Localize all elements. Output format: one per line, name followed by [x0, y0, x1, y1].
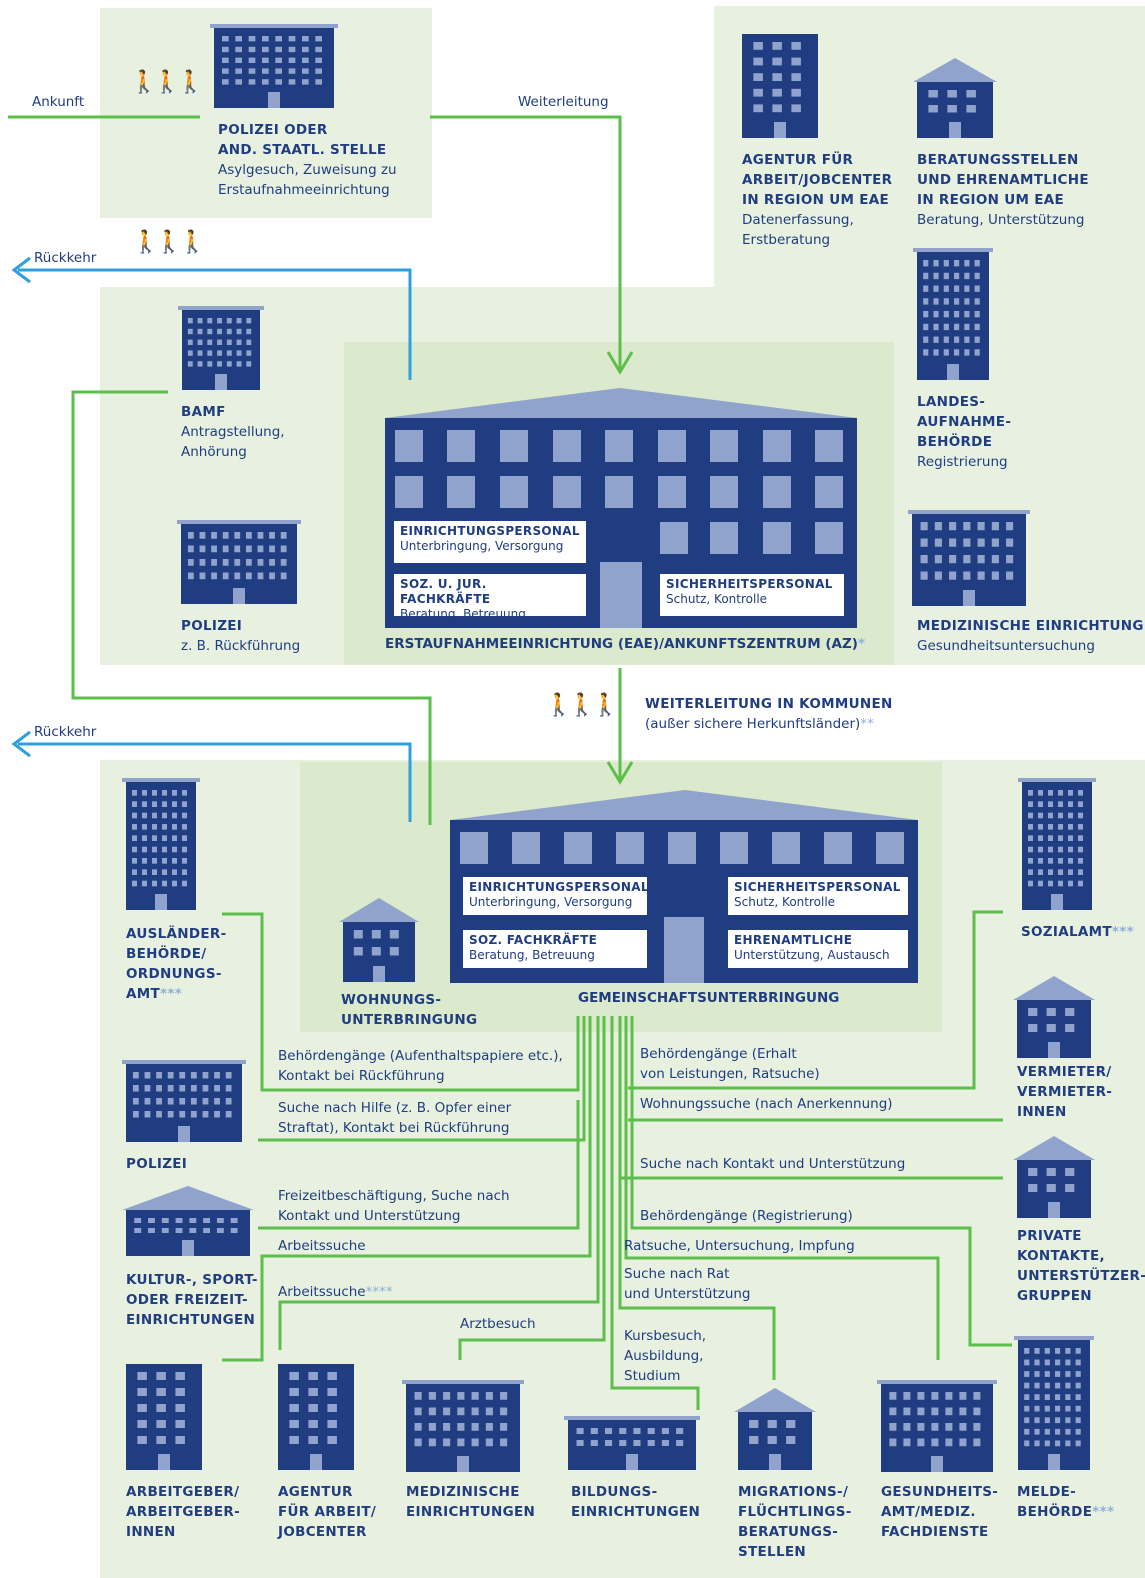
arbeitgeber-building	[126, 1364, 202, 1470]
edge-label-10: Behördengänge (Registrierung)	[640, 1208, 853, 1224]
edge-label-4: Arbeitssuche	[278, 1238, 366, 1254]
arrival-label: Ankunft	[32, 94, 85, 110]
beratung-top-label: BERATUNGSSTELLEN UND EHRENAMTLICHE IN RE…	[917, 152, 1089, 228]
gu-caption: GEMEINSCHAFTSUNTERBRINGUNG	[578, 990, 840, 1006]
arbeitgeber-label: ARBEITGEBER/ARBEITGEBER-INNEN	[126, 1484, 240, 1540]
bildung-label: BILDUNGS-EINRICHTUNGEN	[571, 1484, 701, 1520]
police-top-label: POLIZEI ODER AND. STAATL. STELLE Asylges…	[218, 122, 397, 198]
walkers-arrival-icon: 🚶🚶🚶	[130, 70, 204, 95]
auslaender-label: AUSLÄNDER- BEHÖRDE/ ORDNUNGS- AMT***	[126, 926, 227, 1002]
polizei-mid-label: POLIZEI z. B. Rückführung	[181, 618, 301, 654]
landes-building	[913, 248, 993, 380]
med-top-building	[908, 510, 1030, 606]
walkers-kommune-icon: 🚶🚶🚶	[545, 693, 619, 718]
private-label: PRIVATE KONTAKTE, UNTERSTÜTZER- GRUPPEN	[1017, 1228, 1145, 1304]
return-label-1: Rückkehr	[34, 250, 97, 266]
vermieter-label: VERMIETER/ VERMIETER- INNEN	[1017, 1064, 1113, 1120]
return-label-2: Rückkehr	[34, 724, 97, 740]
agentur-bottom-building	[278, 1364, 354, 1470]
eae-caption: ERSTAUFNAHMEEINRICHTUNG (EAE)/ANKUNFTSZE…	[385, 636, 866, 652]
forward-kommunen-label: WEITERLEITUNG IN KOMMUNEN (außer sichere…	[645, 696, 893, 732]
landes-label: LANDES- AUFNAHME- BEHÖRDE Registrierung	[917, 394, 1012, 470]
edge-label-7: Kursbesuch,Ausbildung,Studium	[624, 1328, 707, 1384]
edge-label-11: Suche nach Kontakt und Unterstützung	[640, 1156, 906, 1172]
melde-building	[1014, 1336, 1094, 1470]
gesundheit-label: GESUNDHEITS-AMT/MEDIZ.FACHDIENSTE	[881, 1484, 999, 1540]
forward-label: Weiterleitung	[518, 94, 609, 110]
polizei-low-label: POLIZEI	[126, 1156, 188, 1172]
bildung-building	[564, 1416, 700, 1470]
gesundheit-building	[877, 1380, 997, 1472]
edge-label-12: Wohnungssuche (nach Anerkennung)	[640, 1096, 893, 1112]
medizin-bottom-building	[402, 1380, 524, 1472]
wohnung-building	[339, 898, 419, 982]
melde-label: MELDE-BEHÖRDE***	[1017, 1484, 1115, 1520]
walkers-return-icon: 🚶🚶🚶	[132, 230, 206, 255]
edge-label-1: Behördengänge (Aufenthaltspapiere etc.),…	[278, 1048, 563, 1084]
agentur-top-label: AGENTUR FÜR ARBEIT/JOBCENTER IN REGION U…	[742, 152, 893, 248]
bamf-label: BAMF Antragstellung, Anhörung	[181, 404, 285, 460]
edge-label-9: Ratsuche, Untersuchung, Impfung	[624, 1238, 855, 1254]
agentur-top-building	[742, 34, 818, 138]
edge-label-6: Arztbesuch	[460, 1316, 536, 1332]
wohnung-label: WOHNUNGS- UNTERBRINGUNG	[341, 992, 478, 1028]
police-top-building	[210, 24, 338, 108]
kultur-building	[122, 1186, 254, 1256]
sozialamt-label: SOZIALAMT***	[1021, 924, 1134, 940]
migration-label: MIGRATIONS-/FLÜCHTLINGS-BERATUNGS-STELLE…	[738, 1484, 852, 1560]
auslaender-building	[122, 778, 200, 910]
med-top-label: MEDIZINISCHE EINRICHTUNG Gesundheitsunte…	[917, 618, 1144, 654]
bamf-building	[178, 306, 264, 390]
migration-building	[734, 1388, 816, 1470]
beratung-top-building	[913, 58, 997, 138]
polizei-low-building	[122, 1060, 246, 1142]
sozialamt-building	[1018, 778, 1096, 910]
polizei-mid-building	[177, 520, 301, 604]
private-building	[1013, 1136, 1095, 1218]
edge-label-5: Arbeitssuche****	[278, 1284, 393, 1300]
kultur-label: KULTUR-, SPORT- ODER FREIZEIT- EINRICHTU…	[126, 1272, 258, 1328]
vermieter-building	[1013, 976, 1095, 1058]
